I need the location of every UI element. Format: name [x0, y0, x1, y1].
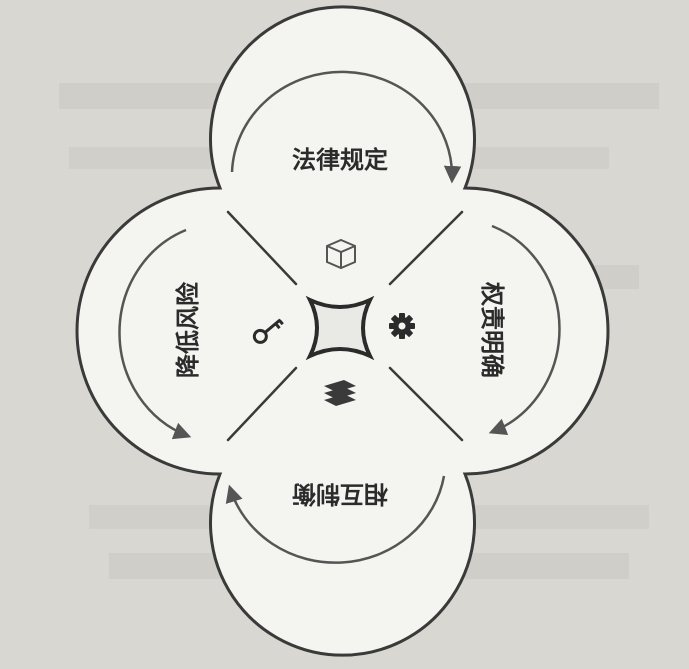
- layers-icon: [324, 380, 356, 406]
- arrow-left: [118, 228, 192, 440]
- arrow-bottom: [225, 475, 446, 564]
- arrow-right: [488, 224, 561, 435]
- concave-square-icon: [305, 295, 375, 361]
- diagonal-dividers: [226, 210, 464, 442]
- label-top: 法律规定: [292, 146, 388, 174]
- arrow-top: [230, 70, 462, 184]
- key-icon: [252, 318, 284, 344]
- label-left: 降低风险: [174, 281, 202, 378]
- label-right: 权责明确: [478, 281, 506, 378]
- cube-icon: [326, 238, 356, 270]
- cycle-arrows: [118, 70, 561, 564]
- gear-icon: [389, 313, 415, 339]
- label-bottom: 相互制衡: [292, 480, 388, 508]
